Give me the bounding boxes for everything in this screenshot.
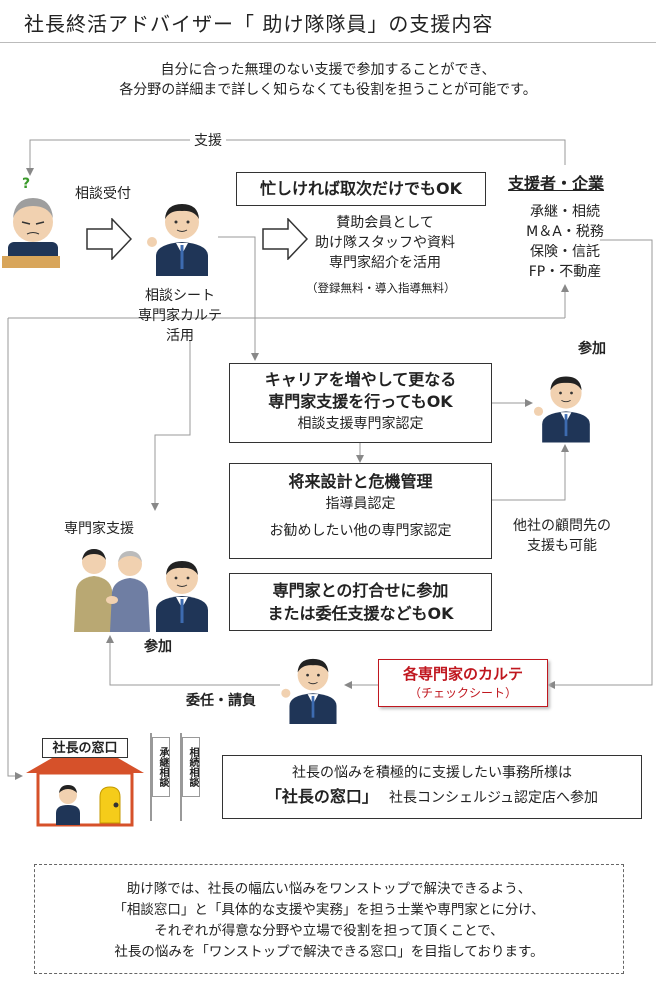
banner-flag: 承継相談 [148,733,170,821]
box1-description: 賛助会員として 助け隊スタッフや資料 専門家紹介を活用 [300,213,470,273]
window-brand: 「社長の窓口」 [265,787,378,806]
consult-sheet-line-2: 専門家カルテ [138,308,222,324]
other-firm-note: 他社の顧問先の 支援も可能 [502,516,622,556]
page-title: 社長終活アドバイザー「 助け隊隊員」の支援内容 [24,12,494,36]
banner-pole [180,733,182,821]
join-label: 参加 [578,341,606,357]
window-box-line-2-text: 社長コンシェルジュ認定店へ参加 [389,790,599,806]
banner-text: 相続相談 [182,737,200,797]
box3-sub1: 指導員認定 [325,496,396,512]
box1-desc-line-3: 専門家紹介を活用 [329,255,441,271]
staff-member-illustration [280,648,346,724]
consult-sheet-line-1: 相談シート [145,288,215,304]
intro-text: 自分に合った無理のない支援で参加することができ、 各分野の詳細まで詳しく知らなく… [0,60,656,100]
footer-line-4: 社長の悩みを「ワンストップで解決できる窓口」を目指しております。 [114,944,544,960]
box1-desc-line-1: 賛助会員として [336,215,434,231]
window-box-line-1: 社長の悩みを積極的に支援したい事務所様は [292,765,572,781]
footer-line-1: 助け隊では、社長の幅広い悩みをワンストップで解決できるよう、 [126,881,532,897]
box4-line-2: または委任支援などもOK [267,604,454,623]
box3-sub2: お勧めしたい他の専門家認定 [269,523,452,539]
consult-sheet-label: 相談シート 専門家カルテ 活用 [125,286,235,346]
staff-member-illustration [533,364,599,444]
intro-line-1: 自分に合った無理のない支援で参加することができ、 [160,62,496,78]
busy-relay-box: 忙しければ取次だけでもOK [236,172,486,206]
supporters-list: 承継・相続 M＆A・税務 保険・信託 FP・不動産 [505,202,625,282]
expert-support-label: 専門家支援 [64,521,134,537]
banner-flag: 相続相談 [178,733,200,821]
right-arrow-icon [262,217,309,264]
right-arrow-icon [86,217,133,264]
window-box-line-2: 「社長の窓口」 社長コンシェルジュ認定店へ参加 [223,784,641,811]
banner-text: 承継相談 [152,737,170,797]
supporters-item: 承継・相続 [530,204,600,220]
support-label: 支援 [190,130,226,150]
title-divider [0,42,656,43]
supporters-item: M＆A・税務 [526,224,604,240]
worried-president-illustration [0,180,62,270]
box3-title: 将来設計と危機管理 [288,472,433,491]
staff-member-illustration [146,192,218,276]
supporters-item: FP・不動産 [528,264,602,280]
box1-desc-line-2: 助け隊スタッフや資料 [315,235,455,251]
box2-subtitle: 相談支援専門家認定 [297,416,424,432]
delegate-label: 委任・請負 [186,693,256,709]
handshake-illustration [72,546,220,632]
box2-title-line-2: 専門家支援を行ってもOK [268,392,453,411]
footer-line-2: 「相談窓口」と「具体的な支援や実務」を担う士業や専門家とに分け、 [113,902,545,918]
future-planning-box: 将来設計と危機管理 指導員認定 お勧めしたい他の専門家認定 [229,463,492,559]
join-label: 参加 [144,639,172,655]
footer-note-box: 助け隊では、社長の幅広い悩みをワンストップで解決できるよう、 「相談窓口」と「具… [34,864,624,974]
footer-line-3: それぞれが得意な分野や立場で役割を担って頂くことで、 [154,923,504,939]
supporters-item: 保険・信託 [530,244,600,260]
banner-pole [150,733,152,821]
karte-title: 各専門家のカルテ [402,665,523,683]
other-firm-line-1: 他社の顧問先の [513,518,611,534]
box4-line-1: 専門家との打合せに参加 [272,581,449,600]
supporters-title: 支援者・企業 [508,174,605,193]
expert-karte-box: 各専門家のカルテ （チェックシート） [378,659,548,707]
window-sign: 社長の窓口 [42,738,128,758]
intro-line-2: 各分野の詳細まで詳しく知らなくても役割を担うことが可能です。 [119,82,537,98]
karte-subtitle: （チェックシート） [408,686,517,700]
box1-note: （登録無料・導入指導無料） [306,281,456,295]
career-expert-box: キャリアを増やして更なる 専門家支援を行ってもOK 相談支援専門家認定 [229,363,492,443]
box2-title-line-1: キャリアを増やして更なる [264,370,457,389]
window-join-box: 社長の悩みを積極的に支援したい事務所様は 「社長の窓口」 社長コンシェルジュ認定… [222,755,642,819]
expert-meeting-box: 専門家との打合せに参加 または委任支援などもOK [229,573,492,631]
question-mark-icon: ? [22,176,31,192]
other-firm-line-2: 支援も可能 [527,538,597,554]
consult-reception-label: 相談受付 [75,186,131,202]
consult-sheet-line-3: 活用 [166,328,194,344]
